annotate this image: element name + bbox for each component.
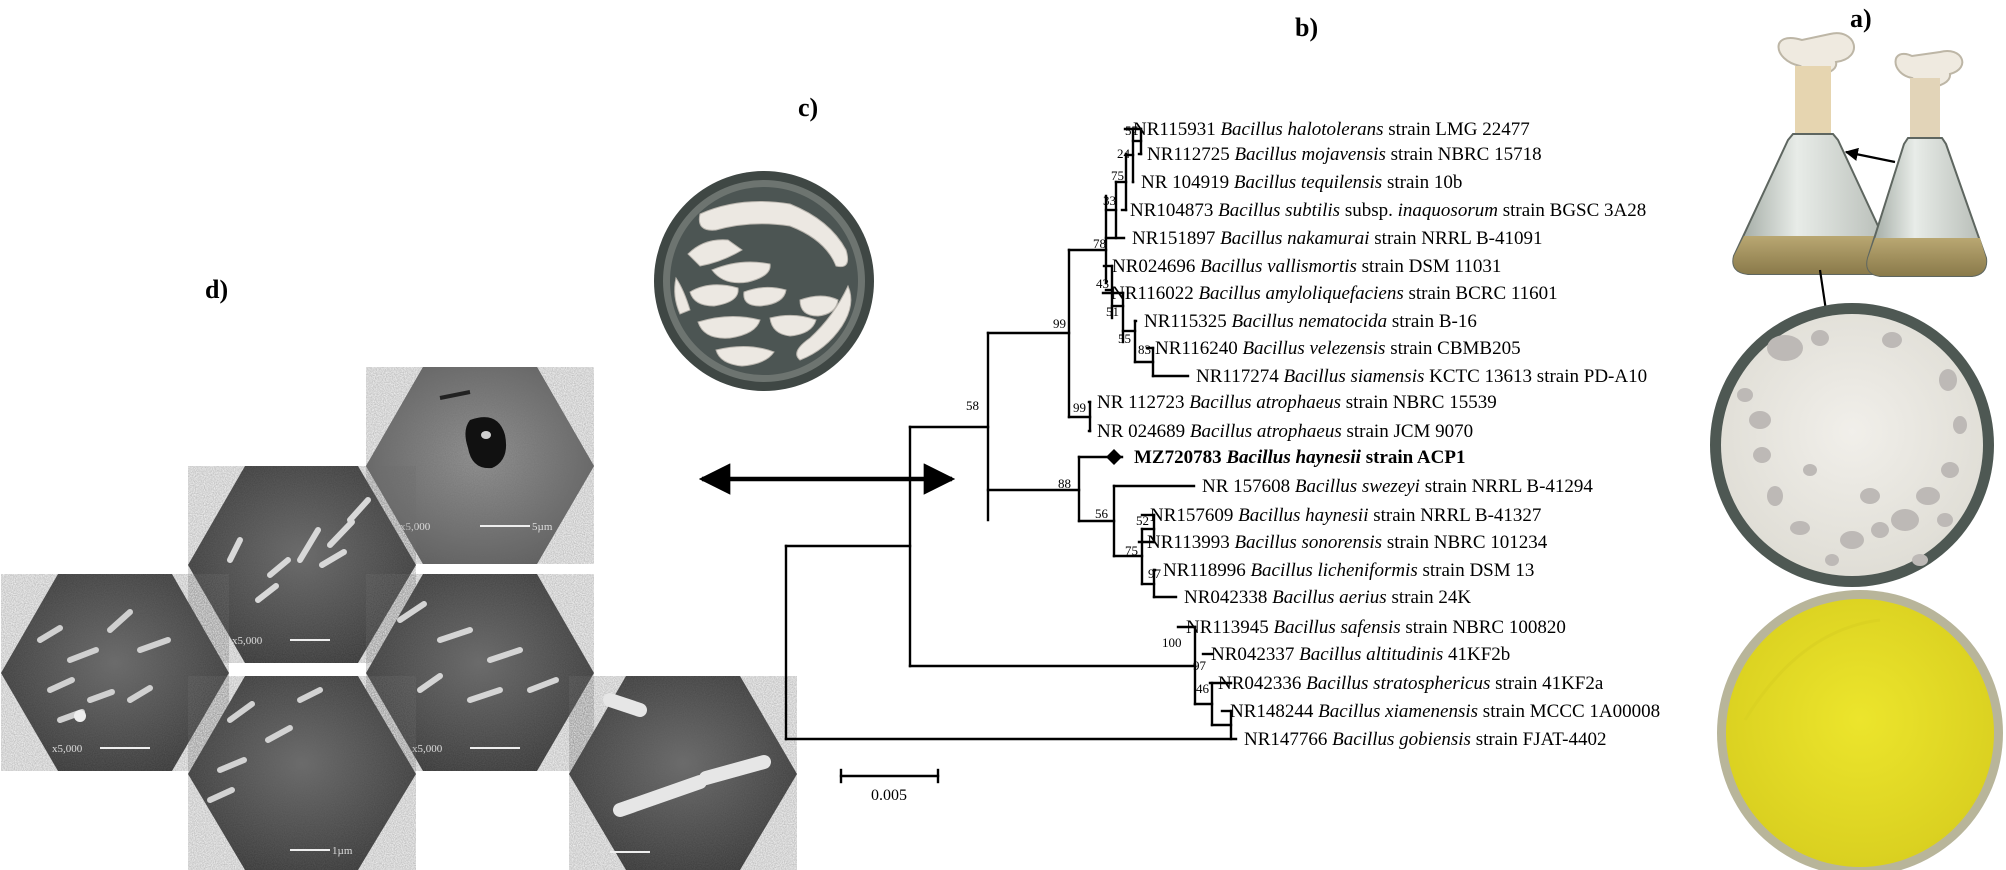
tree-scale-bar: 0.005	[839, 768, 940, 804]
panel-label-b: b)	[1295, 13, 1318, 42]
bootstrap-value: 97	[1148, 566, 1162, 581]
bootstrap-value: 99	[1053, 316, 1066, 331]
phylogenetic-tree: NR115931 Bacillus halotolerans strain LM…	[784, 119, 1660, 750]
panel-d-sem: x5,000 5µm x5,000	[1, 367, 797, 870]
bootstrap-value: 43	[1096, 276, 1109, 291]
taxon-label: NR151897 Bacillus nakamurai strain NRRL …	[1132, 228, 1542, 249]
bootstrap-value: 56	[1095, 506, 1109, 521]
panel-label-d: d)	[205, 275, 228, 304]
bootstrap-value: 46	[1196, 681, 1210, 696]
sem-mag-label-2: x5,000	[232, 635, 263, 647]
sem-scale-label: 5µm	[532, 521, 553, 533]
taxon-label: NR115325 Bacillus nematocida strain B-16	[1144, 311, 1477, 332]
bootstrap-value: 75	[1125, 543, 1138, 558]
panel-label-a: a)	[1850, 4, 1872, 33]
bootstrap-value: 75	[1111, 168, 1124, 183]
taxon-label: NR117274 Bacillus siamensis KCTC 13613 s…	[1196, 366, 1647, 387]
sem-hex-4: x5,000	[366, 574, 594, 771]
bootstrap-value: 100	[1162, 635, 1182, 650]
panel-label-c: c)	[798, 93, 818, 122]
taxon-label: NR118996 Bacillus licheniformis strain D…	[1163, 560, 1534, 581]
sem-hex-3: x5,000	[1, 574, 229, 771]
taxon-label: NR113945 Bacillus safensis strain NBRC 1…	[1186, 617, 1566, 638]
bootstrap-value: 78	[1093, 236, 1106, 251]
bootstrap-value: 97	[1193, 658, 1207, 673]
taxon-label: NR113993 Bacillus sonorensis strain NBRC…	[1147, 532, 1548, 553]
taxon-label: MZ720783 Bacillus haynesii strain ACP1	[1134, 447, 1465, 468]
taxon-label: NR 024689 Bacillus atrophaeus strain JCM…	[1097, 421, 1473, 442]
taxon-label: NR042337 Bacillus altitudinis 41KF2b	[1211, 644, 1510, 665]
bootstrap-value: 55	[1118, 331, 1131, 346]
bootstrap-value: 33	[1103, 193, 1116, 208]
panel-c-plate	[654, 171, 874, 391]
sem-mag-label-4: x5,000	[412, 743, 443, 755]
taxon-label: NR 157608 Bacillus swezeyi strain NRRL B…	[1202, 476, 1593, 497]
taxon-label: NR042338 Bacillus aerius strain 24K	[1184, 587, 1471, 608]
flask-inoculated	[1732, 32, 1894, 275]
sem-small-scale-label: 1µm	[332, 845, 353, 857]
bootstrap-value: 52	[1136, 513, 1149, 528]
sem-mag-label-3: x5,000	[52, 743, 83, 755]
flask-arrow	[1844, 147, 1896, 164]
highlight-diamond-icon	[1106, 449, 1122, 465]
taxon-label: NR024696 Bacillus vallismortis strain DS…	[1112, 256, 1501, 277]
bootstrap-value: 51	[1106, 304, 1119, 319]
taxon-label: NR157609 Bacillus haynesii strain NRRL B…	[1150, 505, 1541, 526]
taxon-label: NR116240 Bacillus velezensis strain CBMB…	[1155, 338, 1521, 359]
taxon-label: NR148244 Bacillus xiamenensis strain MCC…	[1230, 701, 1660, 722]
taxon-label: NR115931 Bacillus halotolerans strain LM…	[1133, 119, 1530, 140]
bootstrap-value: 83	[1138, 342, 1151, 357]
taxon-label: NR104873 Bacillus subtilis subsp. inaquo…	[1130, 200, 1646, 221]
sem-hex-2: x5,000	[188, 466, 416, 663]
scale-bar-label: 0.005	[871, 787, 907, 804]
bootstrap-value: 24	[1117, 146, 1131, 161]
bootstrap-value: 57	[1125, 123, 1139, 138]
sem-hex-6	[569, 676, 797, 870]
taxon-label: NR 104919 Bacillus tequilensis strain 10…	[1141, 172, 1462, 193]
taxon-label: NR 112723 Bacillus atrophaeus strain NBR…	[1097, 392, 1497, 413]
bootstrap-value: 58	[966, 398, 979, 413]
taxon-label: NR042336 Bacillus stratosphericus strain…	[1218, 673, 1604, 694]
sem-mag-label: x5,000	[400, 521, 431, 533]
taxon-label: NR147766 Bacillus gobiensis strain FJAT-…	[1244, 729, 1606, 750]
sem-hex-5: 1µm	[188, 676, 416, 870]
taxon-label: NR112725 Bacillus mojavensis strain NBRC…	[1147, 144, 1542, 165]
plate-white-colonies	[1710, 303, 1994, 587]
bootstrap-value: 99	[1073, 400, 1086, 415]
panel-a-flasks	[1710, 32, 2003, 870]
taxon-label: NR116022 Bacillus amyloliquefaciens stra…	[1111, 283, 1558, 304]
flask-control	[1866, 49, 1988, 277]
sem-hex-1: x5,000 5µm	[366, 367, 594, 564]
plate-yellow	[1717, 590, 2003, 870]
bootstrap-value: 88	[1058, 476, 1071, 491]
